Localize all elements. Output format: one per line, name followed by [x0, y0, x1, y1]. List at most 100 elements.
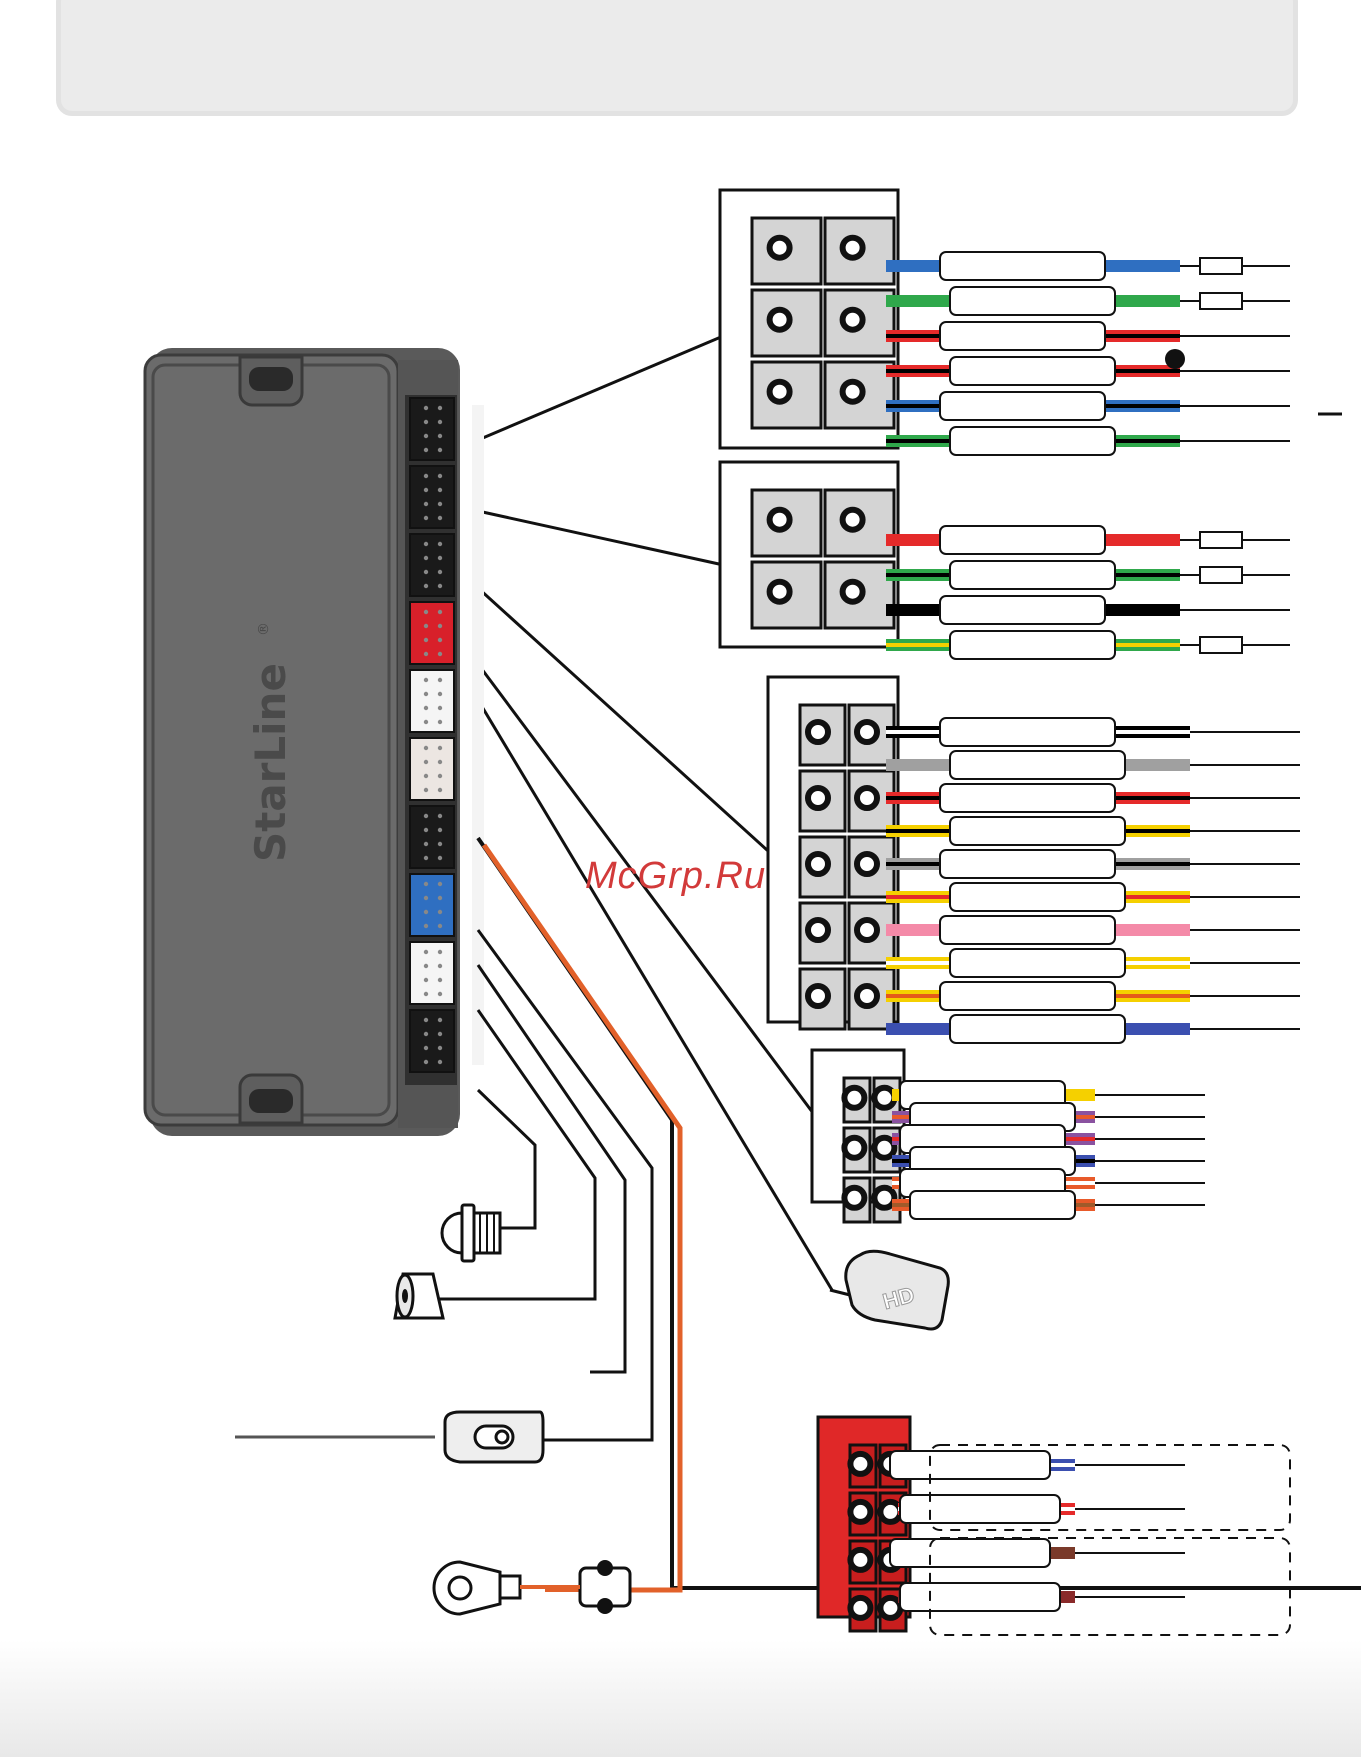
terminal-pin: [847, 1546, 874, 1573]
sensor-dot: [494, 1429, 510, 1445]
terminal-pin: [839, 506, 866, 533]
terminal-pin: [766, 306, 793, 333]
terminal-pin: [841, 1184, 868, 1211]
terminal-pin: [847, 1594, 874, 1621]
led-indicator-icon: [440, 1203, 502, 1263]
unit-port-slot: [409, 805, 455, 869]
wire-label-box: [949, 816, 1126, 846]
unit-port-pin: [423, 977, 429, 983]
unit-port-pin: [437, 1017, 443, 1023]
wire-label-box: [909, 1190, 1076, 1220]
unit-port-slot: [409, 465, 455, 529]
wire-label-box: [949, 630, 1116, 660]
unit-port-pin: [423, 855, 429, 861]
terminal-pin: [805, 983, 831, 1009]
unit-port-pin: [423, 759, 429, 765]
fuse-icon: [1199, 566, 1243, 584]
unit-port-pin: [423, 1017, 429, 1023]
unit-port-slot: [409, 533, 455, 597]
wire-label-box: [939, 391, 1106, 421]
terminal-pin: [841, 1134, 868, 1161]
unit-port-pin: [423, 827, 429, 833]
unit-port-pin: [423, 773, 429, 779]
unit-port-pin: [437, 895, 443, 901]
footer-bar: [0, 1640, 1361, 1757]
unit-port-pin: [423, 881, 429, 887]
unit-port-pin: [437, 583, 443, 589]
terminal-pin: [839, 578, 866, 605]
unit-port-pin: [423, 609, 429, 615]
unit-port-pin: [437, 949, 443, 955]
accessories: HD: [235, 1203, 950, 1616]
unit-port-pin: [437, 447, 443, 453]
unit-port-pin: [423, 949, 429, 955]
fuse-dot-bottom: [597, 1598, 613, 1614]
unit-port-pin: [437, 609, 443, 615]
unit-port-pin: [423, 991, 429, 997]
unit-port-slot: [409, 941, 455, 1005]
unit-port-slot: [409, 873, 455, 937]
terminal-pin: [805, 719, 831, 745]
terminal-pin: [871, 1084, 898, 1111]
unit-port-pin: [437, 677, 443, 683]
unit-port-pin: [437, 813, 443, 819]
ground-lead-orange: [481, 843, 683, 1593]
wire-label-box: [939, 981, 1116, 1011]
unit-port-pin: [437, 487, 443, 493]
unit-port-pin: [423, 1031, 429, 1037]
button-lead: [425, 1009, 597, 1301]
unit-port-pin: [423, 841, 429, 847]
terminal-pin: [854, 785, 880, 811]
unit-port-pin: [437, 651, 443, 657]
unit-port-pin: [437, 419, 443, 425]
ring-hole: [447, 1575, 473, 1601]
spare-lead: [476, 964, 627, 1374]
unit-port-pin: [437, 623, 443, 629]
unit-port-slot: [409, 601, 455, 665]
unit-port-pin: [437, 827, 443, 833]
unit-port-pin: [423, 433, 429, 439]
unit-port-slot: [409, 1009, 455, 1073]
unit-port-pin: [437, 1059, 443, 1065]
terminal-pin: [841, 1084, 868, 1111]
button-dot: [402, 1289, 408, 1303]
connector-c3: [766, 675, 1300, 1044]
unit-port-pin: [423, 745, 429, 751]
unit-port-pin: [423, 963, 429, 969]
unit-port-pin: [437, 881, 443, 887]
wire-label-box: [939, 525, 1106, 555]
unit-port-pin: [437, 691, 443, 697]
leader-line-5: [476, 699, 834, 1291]
dashed-group-outline: [929, 1537, 1291, 1636]
ring-crimp: [498, 1574, 522, 1600]
terminal-pin: [847, 1498, 874, 1525]
terminal-pin: [805, 851, 831, 877]
sensor-lead: [476, 929, 654, 1442]
unit-port-pin: [423, 405, 429, 411]
leader-line-2: [477, 509, 729, 568]
wire-label-box: [939, 595, 1106, 625]
wire-label-box: [939, 783, 1116, 813]
terminal-pin: [871, 1184, 898, 1211]
unit-port-pin: [423, 623, 429, 629]
unit-port-pin: [423, 419, 429, 425]
unit-port-slot: [409, 669, 455, 733]
fuse-icon: [1199, 292, 1243, 310]
unit-port-pin: [437, 923, 443, 929]
unit-port-pin: [423, 487, 429, 493]
unit-port-pin: [423, 501, 429, 507]
brand-logo: StarLine: [246, 663, 295, 862]
wire-label-box: [899, 1494, 1061, 1524]
wire-label-box: [889, 1538, 1051, 1568]
unit-port-pin: [423, 651, 429, 657]
unit-port-pin: [437, 745, 443, 751]
terminal-pin: [766, 506, 793, 533]
terminal-pin: [839, 306, 866, 333]
terminal-pin: [766, 234, 793, 261]
connector-c5: [816, 1415, 1291, 1636]
unit-port-pin: [437, 909, 443, 915]
led-body: [460, 1203, 476, 1263]
unit-port-pin: [437, 433, 443, 439]
wire-label-box: [949, 882, 1126, 912]
